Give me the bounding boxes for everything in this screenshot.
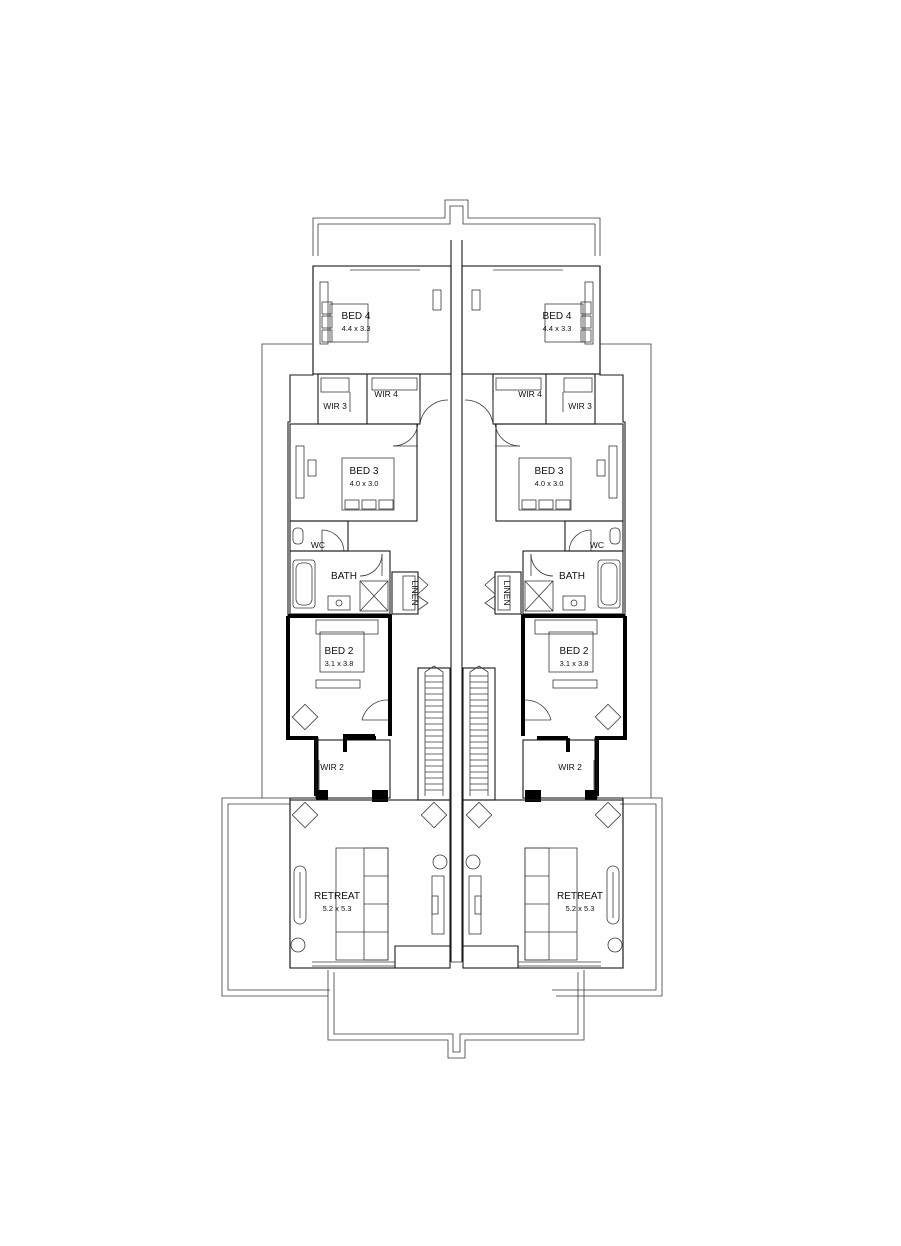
retreat-dimensions: 5.2 x 5.3 [566,904,595,913]
stairs-right [462,665,496,801]
room-wir: WIR 3 WIR 4 [464,373,596,425]
room-bed3: BED 3 4.0 x 3.0 [289,423,419,522]
room-wir2: WIR 2 [315,736,391,802]
room-bed4: BED 4 4.4 x 3.3 [461,265,601,375]
bed2-label: BED 2 [325,646,354,657]
party-wall [450,240,463,963]
room-wc: WC [564,520,624,552]
unit-left: BED 4 4.4 x 3.3 WIR 3 WIR 4 BED [286,265,452,969]
room-bed4: BED 4 4.4 x 3.3 [312,265,452,375]
bed4-label: BED 4 [543,311,572,322]
room-retreat: RETREAT 5.2 x 5.3 [462,799,624,969]
bed3-dimensions: 4.0 x 3.0 [350,479,379,488]
bath-label: BATH [331,571,357,582]
linen-label: LINEN [410,580,420,605]
bath-label: BATH [559,571,585,582]
room-wc: WC [289,520,349,552]
bed2-dimensions: 3.1 x 3.8 [560,659,589,668]
retreat-label: RETREAT [557,891,603,902]
bed3-dimensions: 4.0 x 3.0 [535,479,564,488]
linen-label: LINEN [502,580,512,605]
room-retreat: RETREAT 5.2 x 5.3 [289,799,451,969]
room-linen: LINEN [391,571,429,615]
wir3-label: WIR 3 [568,401,592,411]
bed3-label: BED 3 [350,466,379,477]
room-bath: BATH [289,550,391,615]
wir2-label: WIR 2 [320,762,344,772]
retreat-label: RETREAT [314,891,360,902]
room-wir: WIR 3 WIR 4 [317,373,449,425]
bed4-dimensions: 4.4 x 3.3 [342,324,371,333]
bed4-dimensions: 4.4 x 3.3 [543,324,572,333]
wc-label: WC [311,540,325,550]
unit-right: BED 4 4.4 x 3.3 WIR 3 WIR 4 BED 3 4. [461,265,627,969]
bed4-label: BED 4 [342,311,371,322]
wir3-label: WIR 3 [323,401,347,411]
retreat-dimensions: 5.2 x 5.3 [323,904,352,913]
wc-label: WC [590,540,604,550]
room-wir2: WIR 2 [522,736,598,802]
bed3-label: BED 3 [535,466,564,477]
room-linen: LINEN [484,571,522,615]
bed2-label: BED 2 [560,646,589,657]
wir4-label: WIR 4 [374,389,398,399]
room-bed3: BED 3 4.0 x 3.0 [494,423,624,522]
outer-outline [221,199,663,1059]
bed2-dimensions: 3.1 x 3.8 [325,659,354,668]
wir2-label: WIR 2 [558,762,582,772]
wir4-label: WIR 4 [518,389,542,399]
stairs-left [417,665,451,801]
room-bath: BATH [522,550,624,615]
